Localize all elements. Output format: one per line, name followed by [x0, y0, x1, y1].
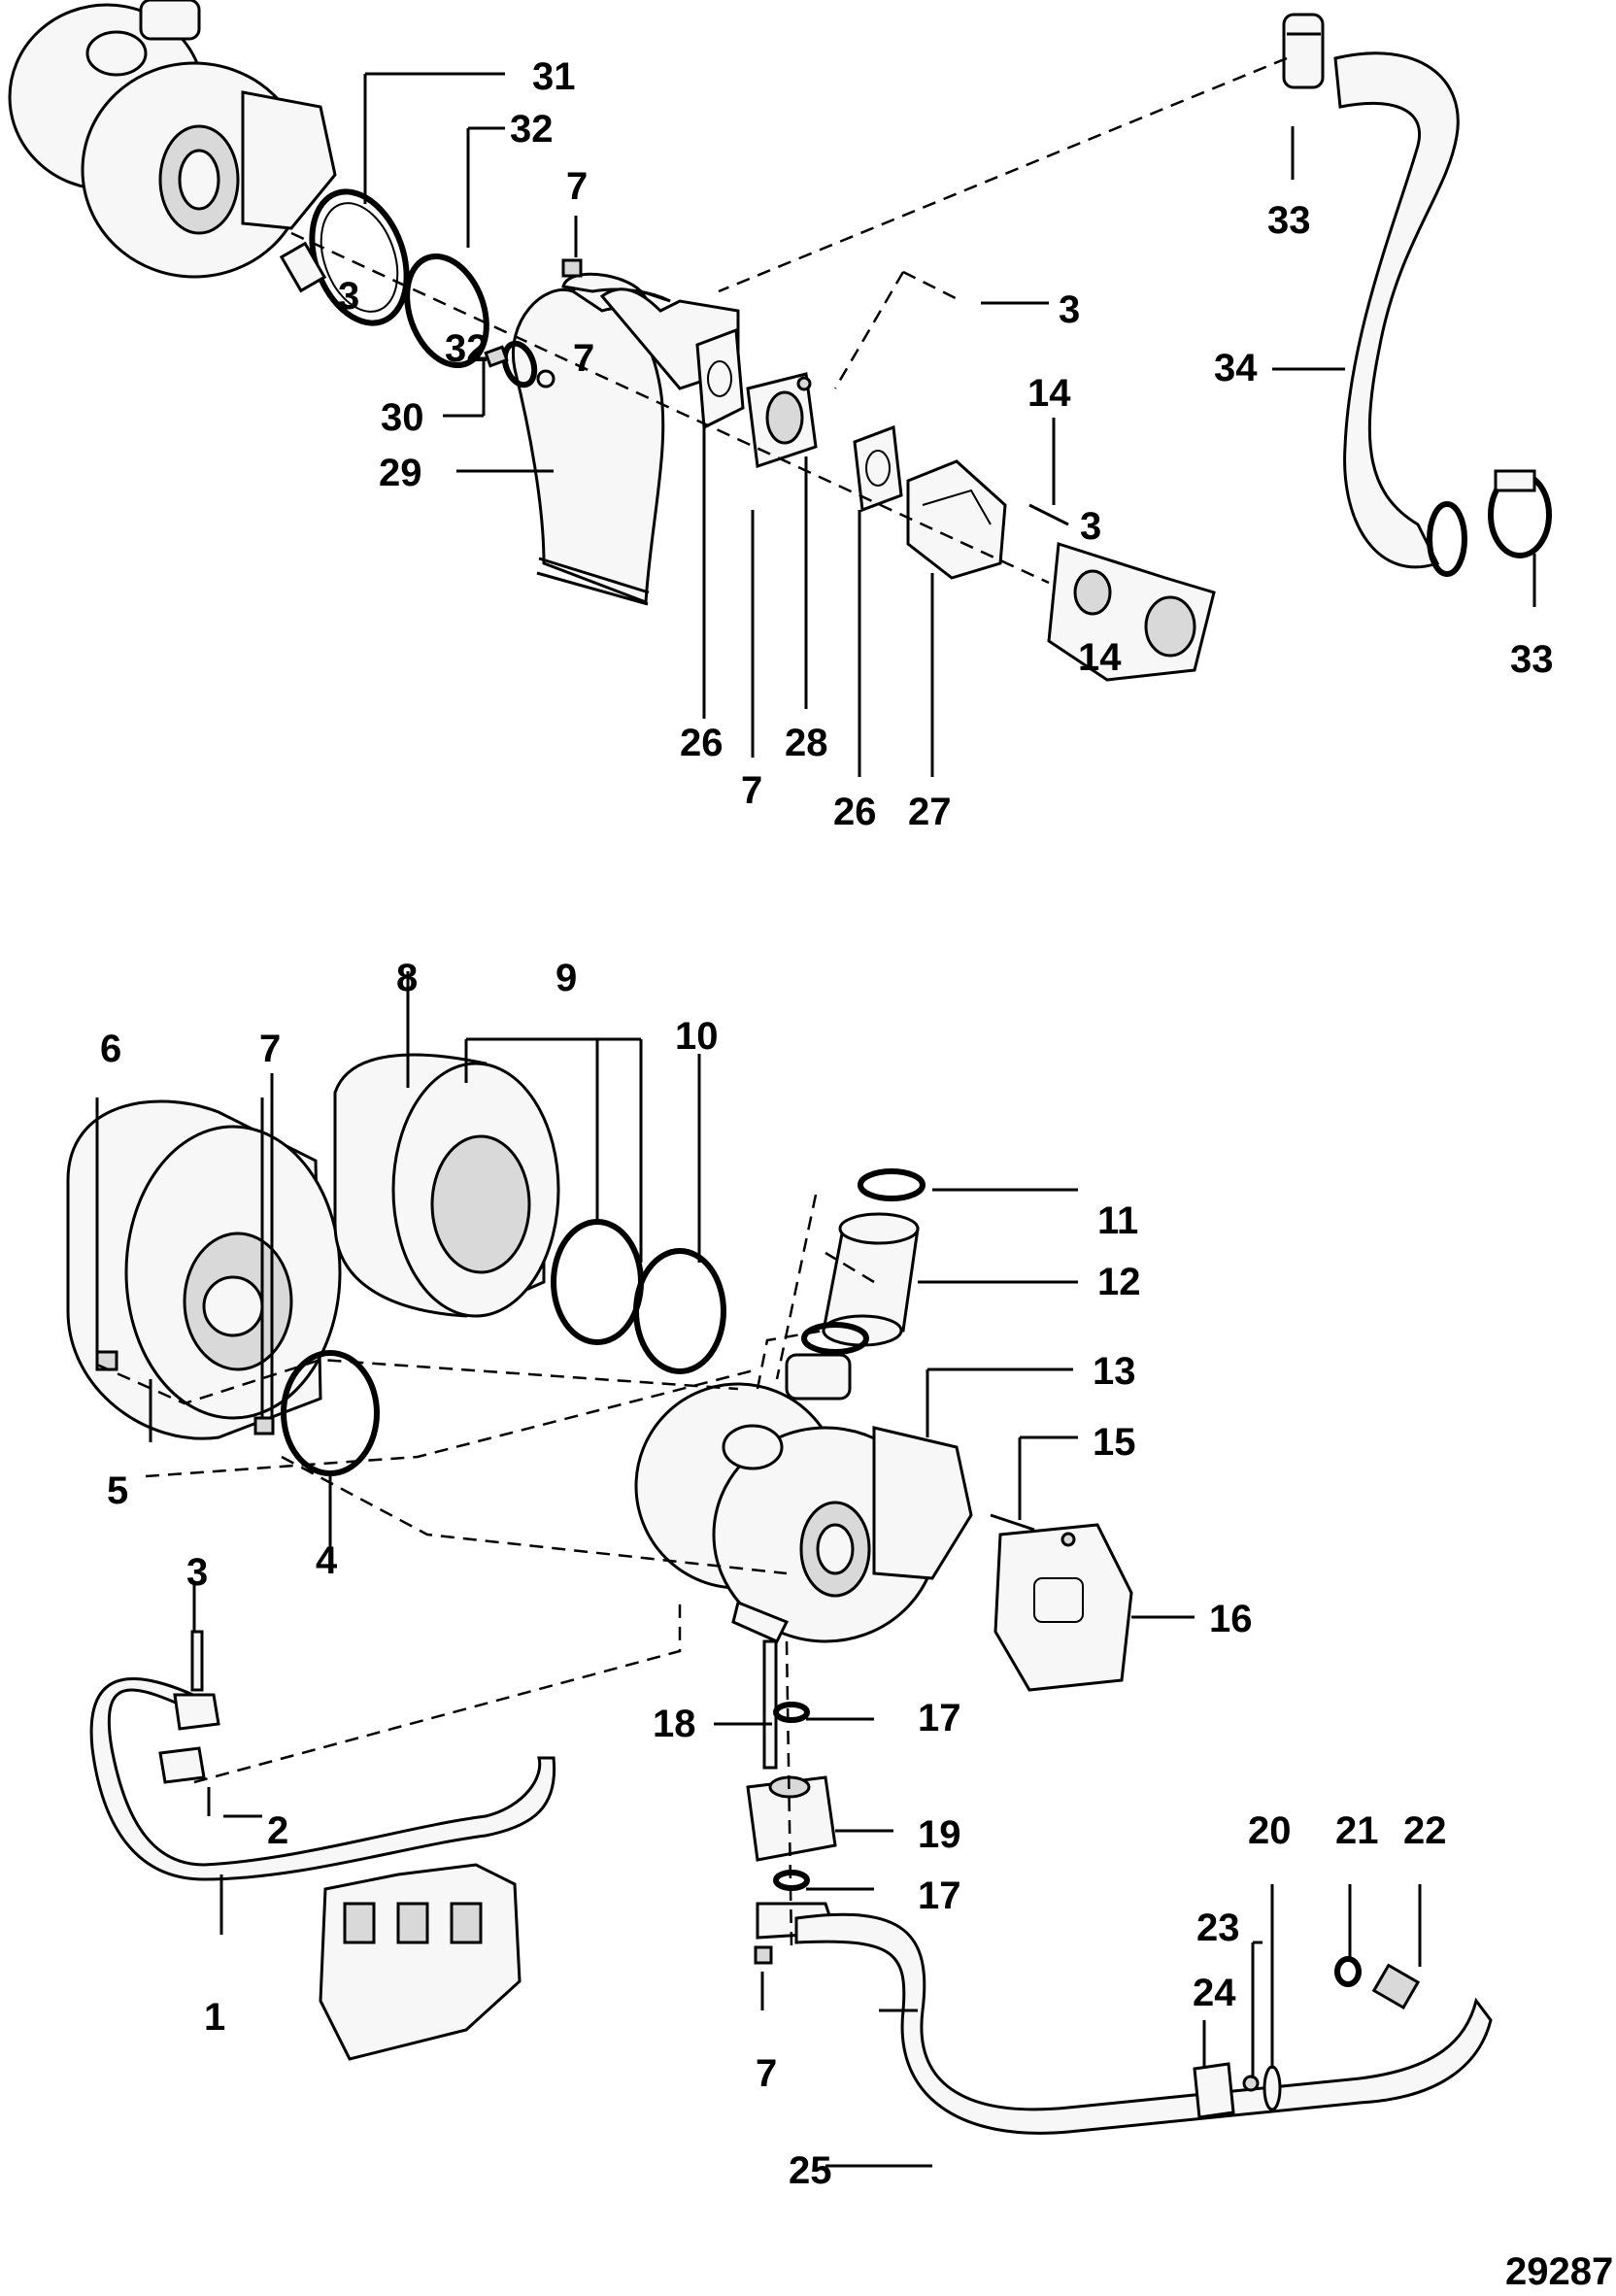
flange-28 [746, 372, 818, 469]
manifold-right [1047, 542, 1216, 682]
figure-number: 29287 [1505, 2250, 1613, 2293]
callout-32-inline: 32 [445, 327, 488, 370]
callout-28: 28 [785, 722, 828, 764]
callout-7-filter: 7 [259, 1028, 281, 1070]
nut-7-top [561, 258, 583, 278]
callout-33-bottom: 33 [1510, 638, 1554, 681]
callout-3: 3 [338, 275, 359, 318]
callout-4: 4 [316, 1539, 338, 1582]
o-ring-21 [1334, 1956, 1362, 1987]
stud-18 [762, 1639, 778, 1770]
gasket-16 [993, 1523, 1133, 1692]
hose-clamp-11-top [858, 1168, 926, 1201]
callout-7-drain: 7 [756, 2052, 777, 2095]
callout-32: 32 [510, 108, 554, 151]
adapter-19 [746, 1775, 837, 1862]
silencer-8 [333, 1053, 560, 1318]
stud-15 [990, 1513, 1035, 1532]
callout-3-bottom: 3 [186, 1551, 208, 1594]
callout-5: 5 [107, 1469, 128, 1512]
air-filter [66, 1099, 342, 1440]
callout-7: 7 [566, 165, 588, 208]
callout-9: 9 [556, 957, 577, 999]
callout-10: 10 [675, 1015, 719, 1058]
callout-14: 14 [1027, 372, 1071, 415]
oil-supply-line-1 [89, 1677, 556, 1881]
hose-clamp-33-top [1282, 13, 1325, 89]
callout-18: 18 [653, 1703, 696, 1745]
callout-17-bottom: 17 [918, 1874, 961, 1917]
turbocharger-13 [634, 1353, 973, 1643]
callout-31: 31 [532, 55, 576, 98]
hose-34 [1333, 51, 1467, 577]
hose-clamp-11-bottom [801, 1322, 869, 1355]
callout-33: 33 [1267, 199, 1311, 242]
hose-clamp-4 [281, 1350, 380, 1476]
callout-3-manifold: 3 [1080, 505, 1101, 548]
gasket-ring [404, 253, 489, 369]
bolt-30 [484, 345, 509, 368]
callout-17: 17 [918, 1697, 961, 1739]
nut-7-bottom [253, 1416, 275, 1435]
fitting-20 [1262, 2065, 1282, 2111]
callout-11: 11 [1097, 1199, 1138, 1242]
callout-34: 34 [1214, 347, 1258, 389]
exhaust-elbow [501, 272, 740, 606]
callout-8: 8 [396, 957, 418, 999]
turbocharger-top [8, 0, 337, 279]
callout-20: 20 [1248, 1809, 1292, 1852]
callout-19: 19 [918, 1813, 961, 1856]
callout-labels: 31 32 7 3 32 7 30 29 3 14 3 14 26 7 28 2… [100, 55, 1613, 2293]
callout-16: 16 [1209, 1598, 1253, 1640]
callout-15: 15 [1093, 1421, 1136, 1464]
callout-3-right: 3 [1059, 288, 1080, 331]
top-leader-lines [290, 56, 1536, 777]
oil-return-line-25 [756, 1902, 1493, 2135]
v-band-clamp [279, 188, 410, 326]
gasket-26-right [853, 424, 903, 513]
callout-26: 26 [680, 722, 724, 764]
callout-1: 1 [204, 1996, 225, 2039]
hose-clamp-33-bottom [1488, 469, 1552, 558]
callout-23: 23 [1196, 1907, 1240, 1949]
callout-25: 25 [789, 2149, 832, 2192]
hose-clamp-9 [551, 1219, 644, 1345]
callout-21: 21 [1335, 1809, 1379, 1852]
callout-12: 12 [1097, 1261, 1141, 1303]
gasket-26-left [695, 327, 745, 430]
callout-24: 24 [1193, 1972, 1236, 2014]
flange-2 [158, 1693, 220, 1784]
callout-2: 2 [267, 1809, 288, 1852]
callout-29: 29 [379, 452, 422, 494]
callout-14-manifold: 14 [1078, 636, 1122, 679]
callout-7-lower: 7 [741, 769, 762, 812]
callout-6: 6 [100, 1028, 121, 1070]
callout-26-right: 26 [833, 791, 877, 833]
engine-block-section [319, 1863, 522, 2061]
bracket-24 [1193, 2062, 1260, 2119]
stud-14 [1028, 503, 1069, 526]
callout-7-inline: 7 [573, 337, 594, 380]
fitting-22 [1371, 1963, 1421, 2010]
hose-clamp-10 [633, 1248, 726, 1374]
callout-13: 13 [1093, 1350, 1136, 1393]
bottom-leader-lines [95, 971, 1422, 2168]
bolt-3-bottom [190, 1630, 204, 1692]
block-27 [906, 459, 1007, 580]
callout-22: 22 [1403, 1809, 1447, 1852]
nut-7-drain [754, 1945, 773, 1965]
callout-27: 27 [908, 791, 952, 833]
o-ring-17-top [773, 1702, 810, 1723]
callout-30: 30 [381, 396, 424, 439]
